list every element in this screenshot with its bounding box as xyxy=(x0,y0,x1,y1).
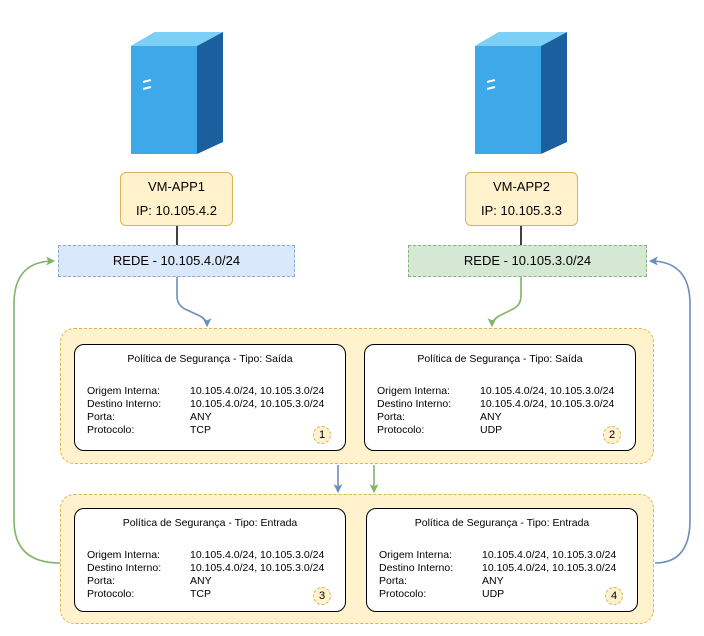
network-label: REDE - 10.105.4.0/24 xyxy=(112,253,241,268)
policy-field-value: ANY xyxy=(482,575,504,587)
policy-field-value: 10.105.4.0/24, 10.105.3.0/24 xyxy=(482,549,617,561)
network-box-1[interactable]: REDE - 10.105.4.0/24 xyxy=(58,245,295,277)
vm-ip: IP: 10.105.4.2 xyxy=(136,203,217,218)
policy-field-label: Origem Interna: xyxy=(87,549,160,561)
policy-number-badge: 2 xyxy=(603,426,621,444)
server-tower-icon xyxy=(475,32,567,154)
policy-card-3[interactable]: Política de Segurança - Tipo: Entrada Or… xyxy=(74,508,346,612)
policy-field-label: Destino Interno: xyxy=(379,562,454,574)
policy-field-value: ANY xyxy=(190,575,212,587)
policy-field-value: TCP xyxy=(190,424,211,436)
policy-field-label: Porta: xyxy=(87,411,116,423)
server-tower-icon xyxy=(131,32,223,154)
policy-card-1[interactable]: Política de Segurança - Tipo: Saída Orig… xyxy=(74,344,346,451)
policy-card-2[interactable]: Política de Segurança - Tipo: Saída Orig… xyxy=(364,344,636,451)
policy-field-value: ANY xyxy=(190,411,212,423)
policy-field-value: 10.105.4.0/24, 10.105.3.0/24 xyxy=(190,398,325,410)
policy-field-value: ANY xyxy=(480,411,502,423)
policy-field-label: Protocolo: xyxy=(87,588,135,600)
vm-ip: IP: 10.105.3.3 xyxy=(481,203,562,218)
policy-number-badge: 4 xyxy=(605,587,623,605)
policy-field-value: 10.105.4.0/24, 10.105.3.0/24 xyxy=(190,562,325,574)
policy-title: Política de Segurança - Tipo: Saída xyxy=(127,353,293,365)
policy-card-4[interactable]: Política de Segurança - Tipo: Entrada Or… xyxy=(366,508,638,612)
policy-title: Política de Segurança - Tipo: Entrada xyxy=(122,517,298,529)
inbound-to-net2-arrow xyxy=(648,256,691,564)
vm-app1-box[interactable]: VM-APP1 IP: 10.105.4.2 xyxy=(120,172,233,226)
vm-name: VM-APP1 xyxy=(147,179,206,194)
network-box-2[interactable]: REDE - 10.105.3.0/24 xyxy=(408,245,647,277)
policy-field-label: Origem Interna: xyxy=(377,385,450,397)
policy-field-value: UDP xyxy=(482,588,505,600)
policy-field-label: Origem Interna: xyxy=(87,385,160,397)
policy-field-label: Porta: xyxy=(379,575,408,587)
policy-field-value: 10.105.4.0/24, 10.105.3.0/24 xyxy=(190,549,325,561)
policy-title: Política de Segurança - Tipo: Saída xyxy=(417,353,583,365)
policy-field-value: 10.105.4.0/24, 10.105.3.0/24 xyxy=(482,562,617,574)
policy-field-value: 10.105.4.0/24, 10.105.3.0/24 xyxy=(480,385,615,397)
policy-number-badge: 1 xyxy=(313,426,331,444)
policy-field-label: Destino Interno: xyxy=(87,398,162,410)
policy-number-badge: 3 xyxy=(313,587,331,605)
vm-name: VM-APP2 xyxy=(492,179,551,194)
policy-field-label: Origem Interna: xyxy=(379,549,452,561)
inbound-to-net1-arrow xyxy=(13,256,61,564)
policy-field-value: UDP xyxy=(480,424,503,436)
policy-field-value: 10.105.4.0/24, 10.105.3.0/24 xyxy=(190,385,325,397)
policy-field-label: Porta: xyxy=(377,411,406,423)
policy-field-label: Protocolo: xyxy=(87,424,135,436)
policy-field-label: Porta: xyxy=(87,575,116,587)
vm-app2-box[interactable]: VM-APP2 IP: 10.105.3.3 xyxy=(465,172,578,226)
net2-to-outbound-arrow xyxy=(487,276,522,328)
policy-title: Política de Segurança - Tipo: Entrada xyxy=(414,517,590,529)
network-label: REDE - 10.105.3.0/24 xyxy=(463,253,592,268)
policy-field-label: Protocolo: xyxy=(377,424,425,436)
policy-field-label: Protocolo: xyxy=(379,588,427,600)
policy-field-value: 10.105.4.0/24, 10.105.3.0/24 xyxy=(480,398,615,410)
policy-field-label: Destino Interno: xyxy=(377,398,452,410)
policy-field-label: Destino Interno: xyxy=(87,562,162,574)
net1-to-outbound-arrow xyxy=(176,276,212,328)
policy-field-value: TCP xyxy=(190,588,211,600)
